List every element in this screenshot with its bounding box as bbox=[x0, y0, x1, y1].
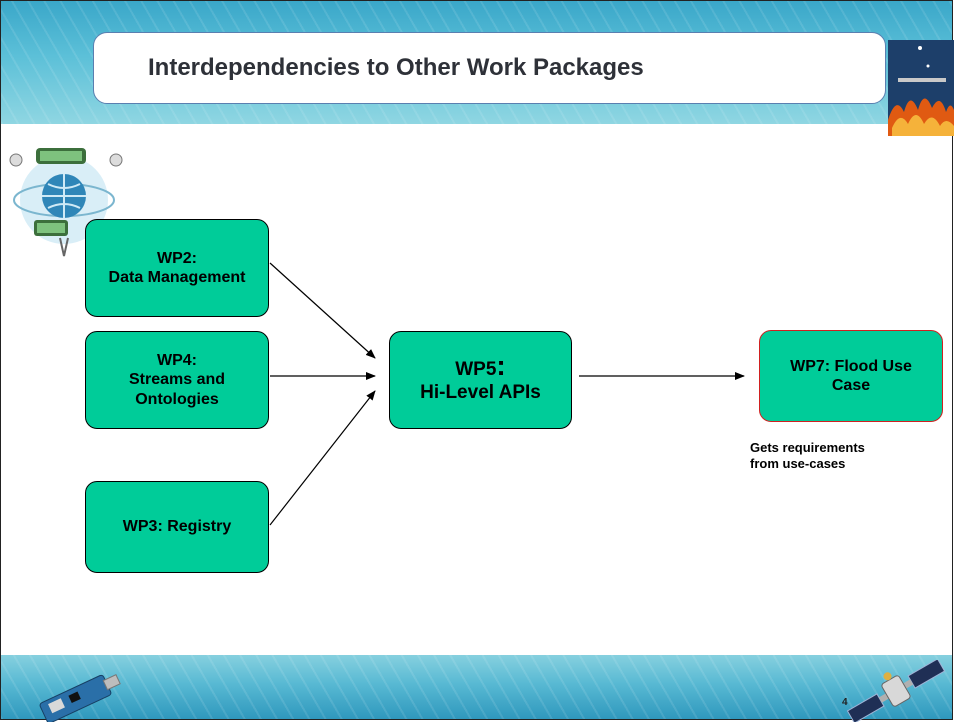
note-line1: Gets requirements bbox=[750, 440, 865, 455]
node-wp2-data-management: WP2: Data Management bbox=[85, 219, 269, 317]
page-number: 4 bbox=[842, 697, 848, 708]
node-wp4-line3: Ontologies bbox=[135, 390, 219, 408]
node-wp3-registry: WP3: Registry bbox=[85, 481, 269, 573]
node-wp7-flood-use-case: WP7: Flood Use Case bbox=[759, 330, 943, 422]
node-wp5-label: WP5 bbox=[455, 359, 497, 381]
flood-fire-image bbox=[888, 40, 954, 136]
edge-wp3-to-wp5 bbox=[269, 390, 376, 526]
node-wp2-line1: WP2: bbox=[157, 249, 197, 267]
semsorgrid-logo bbox=[9, 148, 123, 257]
footer-band bbox=[1, 655, 952, 719]
node-wp5-line2: Hi-Level APIs bbox=[420, 382, 541, 403]
node-wp5-hi-level-apis: WP5: Hi-Level APIs bbox=[389, 331, 572, 429]
wp7-note: Gets requirements from use-cases bbox=[750, 440, 950, 473]
sensor-board-image bbox=[39, 674, 121, 722]
node-wp7-line1: WP7: Flood Use bbox=[790, 357, 912, 375]
slide-title: Interdependencies to Other Work Packages bbox=[148, 54, 644, 81]
node-wp7-line2: Case bbox=[831, 377, 871, 394]
node-wp5-colon: : bbox=[496, 350, 506, 382]
node-wp5-line1: WP5: bbox=[455, 352, 506, 382]
title-box: Interdependencies to Other Work Packages bbox=[93, 32, 886, 104]
note-line2: from use-cases bbox=[750, 456, 846, 472]
node-wp4-line1: WP4: bbox=[157, 352, 197, 370]
edge-wp2-to-wp5 bbox=[269, 262, 376, 359]
node-wp4-line2: Streams and bbox=[128, 371, 226, 389]
node-wp3-line1: WP3: Registry bbox=[122, 518, 232, 536]
node-wp2-line2: Data Management bbox=[108, 269, 246, 286]
satellite-image bbox=[846, 660, 946, 722]
node-wp4-streams-ontologies: WP4: Streams and Ontologies bbox=[85, 331, 269, 429]
